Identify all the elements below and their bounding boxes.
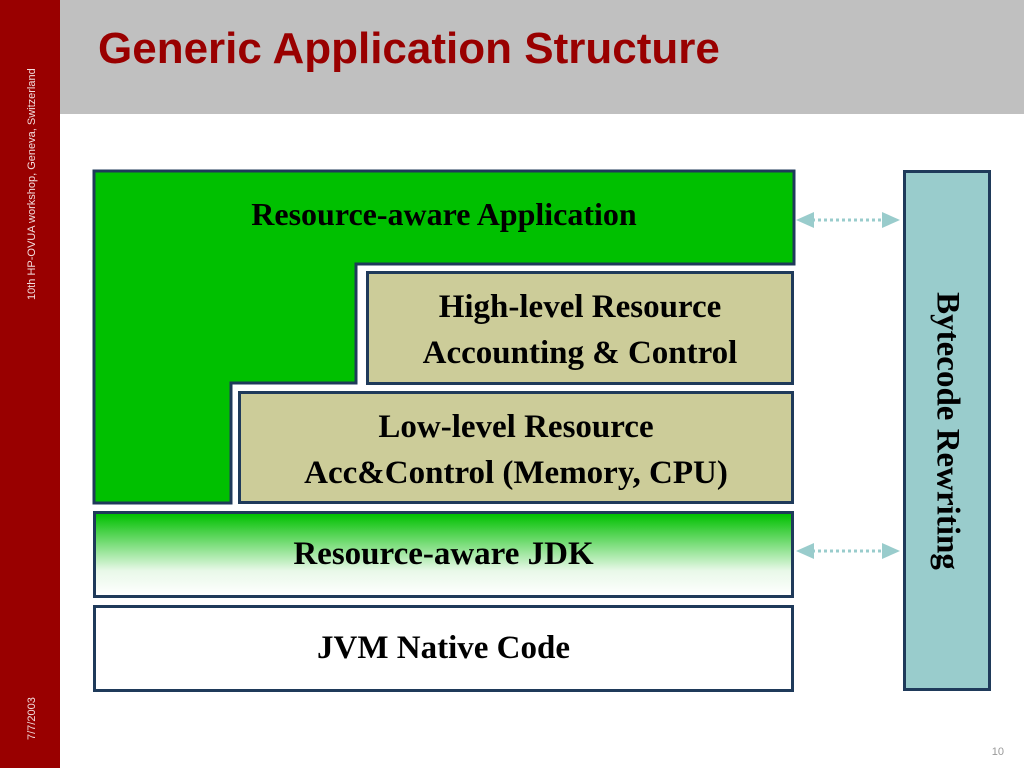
jvm-label: JVM Native Code	[317, 630, 570, 666]
jdk-label: Resource-aware JDK	[293, 536, 594, 572]
high-level-line-2: Accounting & Control	[422, 335, 738, 371]
low-level-resource-box: Low-level Resource Acc&Control (Memory, …	[238, 391, 794, 504]
application-block	[92, 169, 796, 505]
jvm-box: JVM Native Code	[93, 605, 794, 692]
page-number: 10	[991, 746, 1004, 758]
jdk-box: Resource-aware JDK	[93, 511, 794, 598]
high-level-resource-box: High-level Resource Accounting & Control	[366, 271, 794, 385]
low-level-line-2: Acc&Control (Memory, CPU)	[304, 455, 728, 491]
low-level-line-1: Low-level Resource	[378, 409, 654, 445]
title-bar: Generic Application Structure	[60, 0, 1024, 114]
bytecode-rewriting-box: Bytecode Rewriting	[903, 170, 991, 691]
sidebar: 10th HP-OVUA workshop, Geneva, Switzerla…	[0, 0, 60, 768]
high-level-line-1: High-level Resource	[438, 289, 722, 325]
arrow-application-bytecode	[796, 212, 900, 228]
application-label: Resource-aware Application	[251, 196, 637, 232]
arrow-jdk-bytecode	[796, 543, 900, 559]
slide-title: Generic Application Structure	[98, 24, 720, 73]
